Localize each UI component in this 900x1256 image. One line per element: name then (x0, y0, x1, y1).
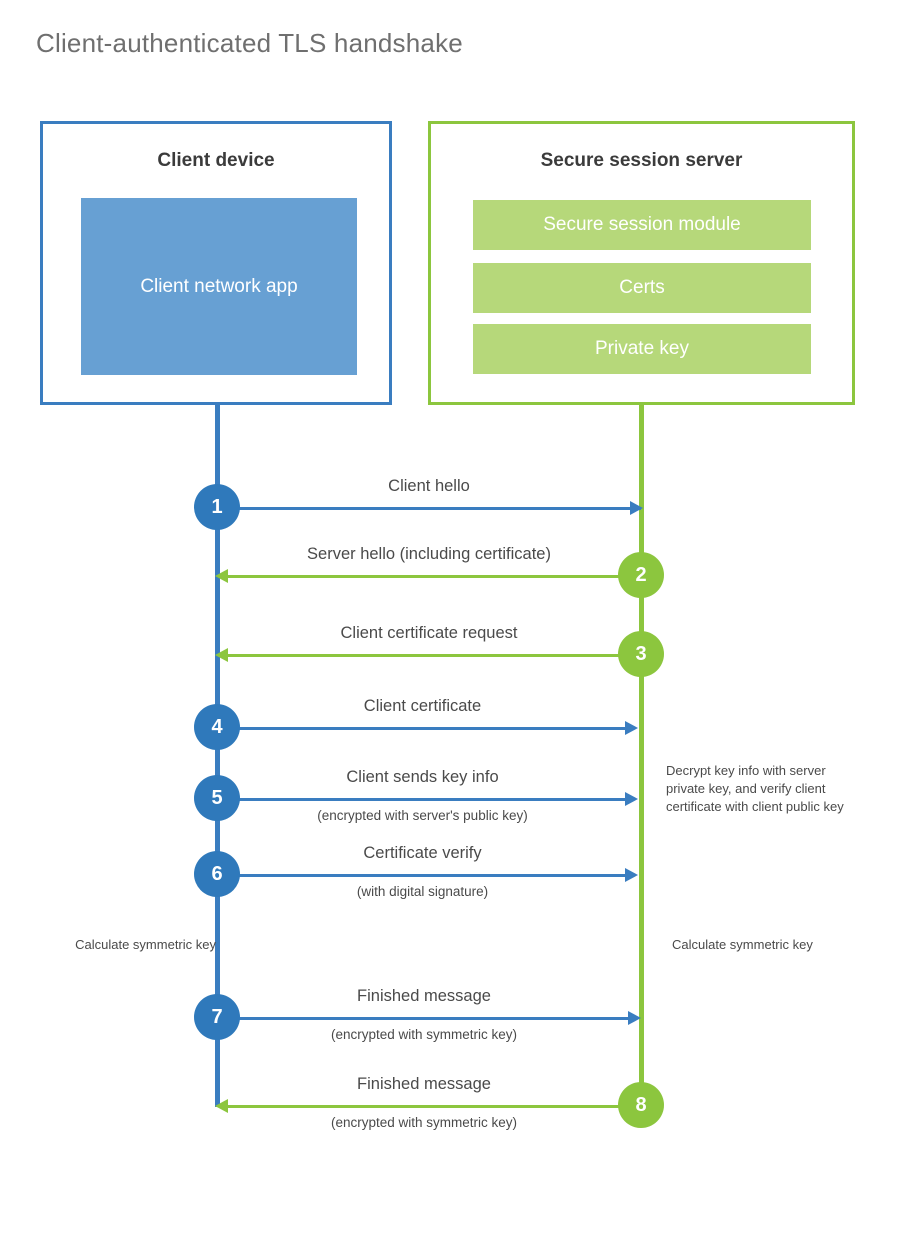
arrow-head-right-icon (625, 792, 638, 806)
message-label-2: Server hello (including certificate) (307, 545, 551, 563)
message-arrow-line-6 (217, 874, 628, 877)
message-arrow-line-2 (228, 575, 641, 578)
step-circle-3[interactable]: 3 (618, 631, 664, 677)
arrow-head-right-icon (625, 721, 638, 735)
arrow-head-right-icon (630, 501, 643, 515)
message-arrow-line-7 (217, 1017, 631, 1020)
arrow-head-right-icon (625, 868, 638, 882)
step-circle-5[interactable]: 5 (194, 775, 240, 821)
message-arrow-line-4 (217, 727, 628, 730)
arrow-head-left-icon (215, 648, 228, 662)
message-sublabel-6: (with digital signature) (356, 884, 489, 899)
step-circle-4[interactable]: 4 (194, 704, 240, 750)
server-block-certs: Certs (473, 263, 811, 313)
arrow-head-left-icon (215, 1099, 228, 1113)
step-circle-1[interactable]: 1 (194, 484, 240, 530)
arrow-head-left-icon (215, 569, 228, 583)
client-device-title: Client device (157, 150, 275, 171)
message-arrow-line-5 (217, 798, 628, 801)
annotation-client-calculate-symmetric-key: Calculate symmetric key (75, 937, 216, 952)
message-arrow-line-8 (228, 1105, 641, 1108)
secure-session-server-title: Secure session server (540, 150, 743, 171)
message-label-1: Client hello (388, 477, 470, 495)
annotation-server-calculate-symmetric-key: Calculate symmetric key (672, 937, 813, 952)
message-sublabel-7: (encrypted with symmetric key) (330, 1027, 518, 1042)
secure-session-server-box: Secure session server Secure session mod… (428, 121, 855, 405)
message-sublabel-8: (encrypted with symmetric key) (330, 1115, 518, 1130)
message-label-6: Certificate verify (363, 844, 482, 862)
client-device-box: Client device Client network app (40, 121, 392, 405)
message-label-5: Client sends key info (346, 768, 499, 786)
page-title: Client-authenticated TLS handshake (36, 28, 463, 58)
step-circle-8[interactable]: 8 (618, 1082, 664, 1128)
message-label-8: Finished message (357, 1075, 491, 1093)
client-network-app-block: Client network app (81, 198, 357, 375)
step-circle-7[interactable]: 7 (194, 994, 240, 1040)
server-block-secure-session-module: Secure session module (473, 200, 811, 250)
client-lifeline (215, 405, 220, 1107)
server-block-private-key: Private key (473, 324, 811, 374)
message-arrow-line-1 (217, 507, 641, 510)
message-arrow-line-3 (228, 654, 641, 657)
step-circle-2[interactable]: 2 (618, 552, 664, 598)
server-lifeline (639, 405, 644, 1105)
arrow-head-right-icon (628, 1011, 641, 1025)
message-label-7: Finished message (357, 987, 491, 1005)
message-label-3: Client certificate request (340, 624, 518, 642)
message-label-4: Client certificate (363, 697, 482, 715)
step-circle-6[interactable]: 6 (194, 851, 240, 897)
annotation-server-decrypt: Decrypt key info with server private key… (666, 763, 844, 814)
message-sublabel-5: (encrypted with server's public key) (317, 808, 528, 823)
